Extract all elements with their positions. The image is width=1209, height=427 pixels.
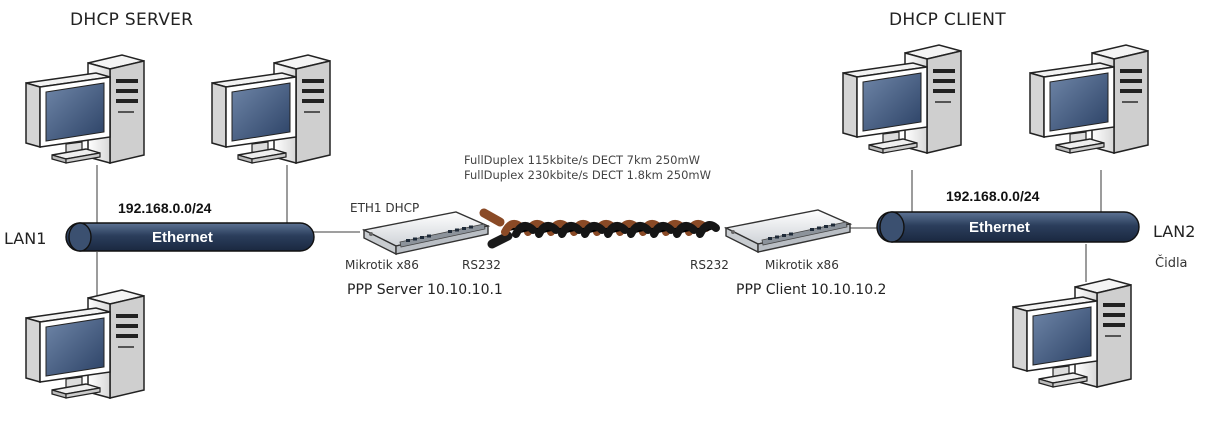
server-router-port-label: ETH1 DHCP — [350, 201, 420, 215]
link-line-1: FullDuplex 115kbite/s DECT 7km 250mW — [464, 153, 701, 167]
client-network-label: 192.168.0.0/24 — [946, 188, 1040, 204]
client-ppp-label: PPP Client 10.10.10.2 — [736, 282, 887, 298]
server-router-model: Mikrotik x86 — [345, 258, 419, 272]
server-serial-label: RS232 — [462, 258, 501, 272]
client-serial-label: RS232 — [690, 258, 729, 272]
client-bus-label: Ethernet — [969, 219, 1030, 236]
client-router-icon — [723, 209, 853, 254]
serial-cable-icon — [479, 208, 720, 249]
client-pc-1-icon — [842, 44, 962, 154]
ethernet-bus-lan1 — [65, 222, 315, 252]
link-line-2: FullDuplex 230kbite/s DECT 1.8km 250mW — [464, 168, 712, 182]
client-title: DHCP CLIENT — [889, 10, 1006, 30]
server-network-label: 192.168.0.0/24 — [118, 200, 212, 216]
client-pc-3-icon — [1012, 278, 1132, 388]
client-lan-label: LAN2 — [1153, 222, 1196, 241]
server-title: DHCP SERVER — [70, 10, 194, 30]
ethernet-bus-lan2 — [876, 211, 1140, 243]
server-pc-3-icon — [25, 289, 145, 399]
server-ppp-label: PPP Server 10.10.10.1 — [347, 282, 503, 298]
client-router-model: Mikrotik x86 — [765, 258, 839, 272]
connection-lines — [96, 165, 1102, 300]
server-pc-2-icon — [211, 54, 331, 164]
server-router-icon — [361, 211, 491, 256]
server-lan-label: LAN1 — [4, 229, 47, 248]
server-bus-label: Ethernet — [152, 229, 213, 246]
server-pc-1-icon — [25, 54, 145, 164]
client-pc-2-icon — [1029, 44, 1149, 154]
client-lan-sublabel: Čidla — [1155, 256, 1188, 271]
